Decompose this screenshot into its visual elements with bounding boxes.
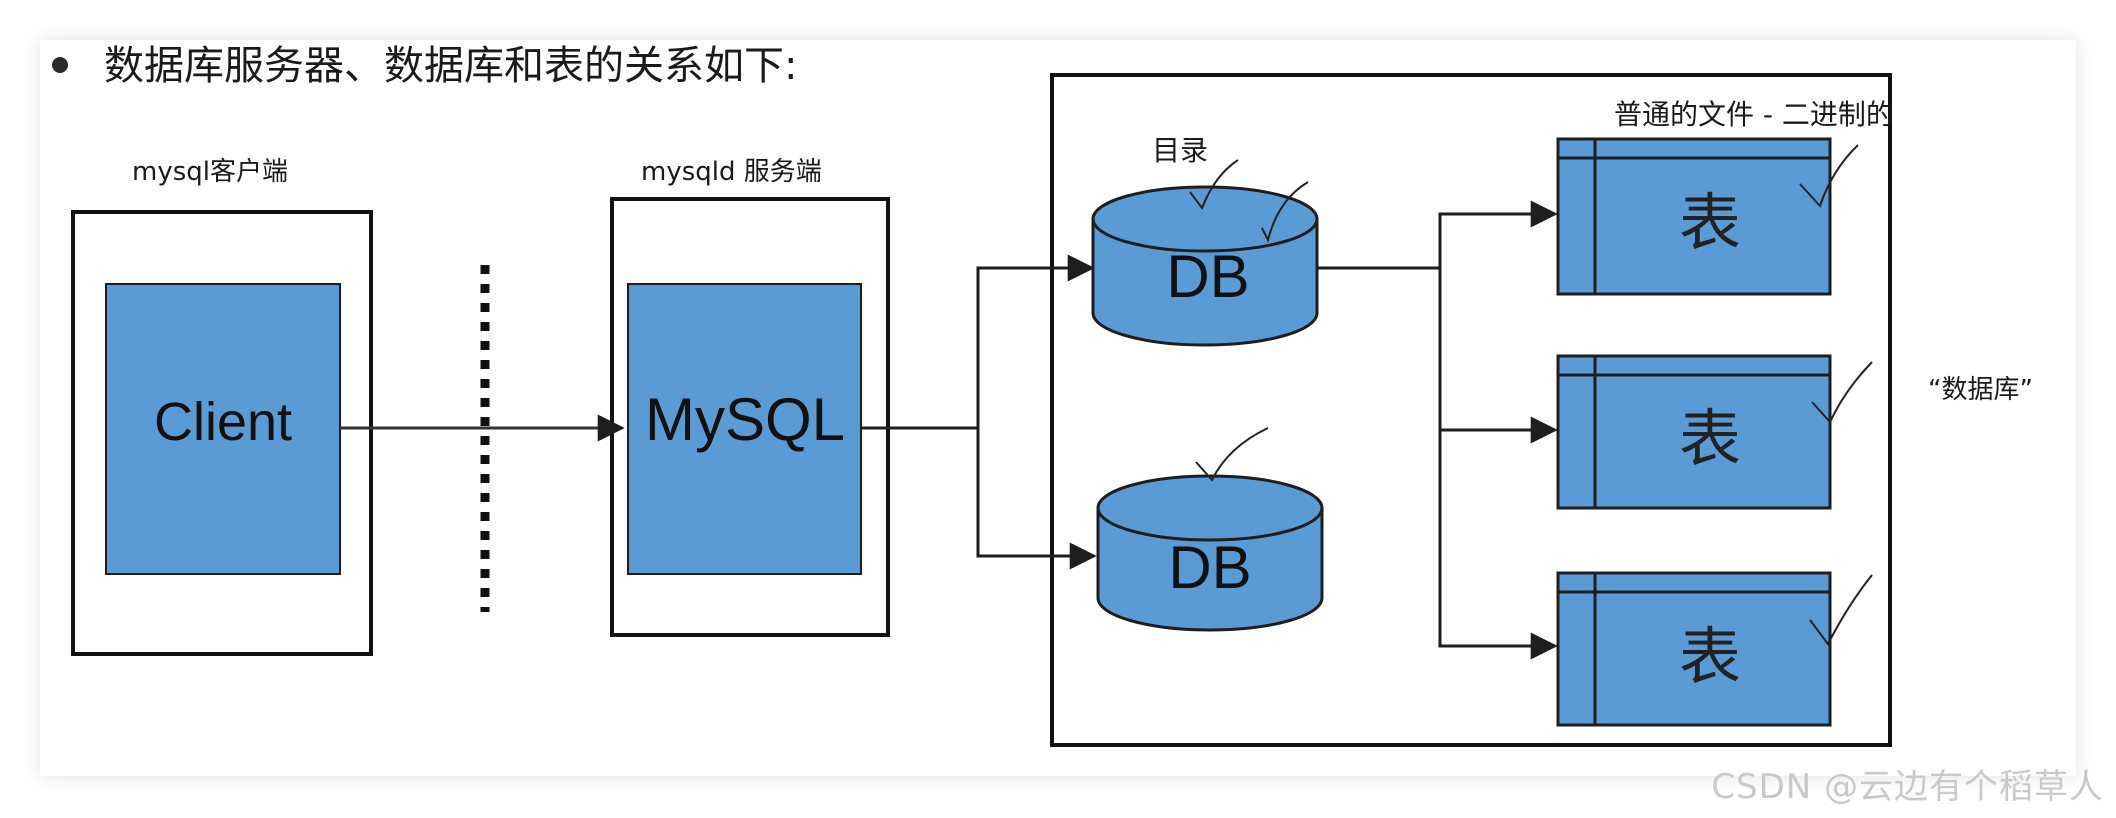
watermark: CSDN @云边有个稻草人 bbox=[1711, 767, 2104, 807]
bullet-icon bbox=[52, 57, 68, 73]
client-caption: mysql客户端 bbox=[132, 157, 288, 187]
server-db-link bbox=[861, 254, 1095, 430]
database-note: “数据库” bbox=[1928, 375, 2033, 405]
check-mark-icon bbox=[1195, 427, 1269, 482]
table-box bbox=[1556, 137, 1832, 296]
table-box bbox=[1556, 354, 1832, 510]
check-mark-icon bbox=[1799, 144, 1859, 208]
file-note: 普通的文件 - 二进制的 bbox=[1614, 98, 1894, 131]
server-label: MySQL bbox=[645, 386, 845, 453]
db-label: DB bbox=[1168, 534, 1251, 601]
server-box bbox=[627, 283, 862, 575]
server-db-link bbox=[976, 428, 1097, 570]
db-cylinder bbox=[1096, 474, 1324, 632]
db-cylinder bbox=[1091, 185, 1319, 347]
table-box bbox=[1556, 571, 1832, 727]
table-label: 表 bbox=[1679, 402, 1741, 475]
check-mark-icon bbox=[1189, 159, 1239, 211]
client-label: Client bbox=[154, 392, 292, 452]
client-box bbox=[105, 283, 341, 575]
db-label: DB bbox=[1166, 243, 1249, 310]
db-table-link bbox=[1438, 268, 1558, 444]
page-heading: 数据库服务器、数据库和表的关系如下: bbox=[104, 43, 797, 89]
database-container bbox=[1050, 73, 1892, 747]
check-mark-icon bbox=[1809, 574, 1873, 646]
check-mark-icon bbox=[1811, 361, 1873, 424]
check-mark-icon bbox=[1261, 181, 1309, 243]
table-label: 表 bbox=[1679, 620, 1741, 693]
db-table-link bbox=[1438, 430, 1558, 660]
directory-note: 目录 bbox=[1152, 134, 1208, 167]
server-caption: mysqld 服务端 bbox=[641, 157, 822, 187]
table-label: 表 bbox=[1679, 186, 1741, 259]
db-table-link bbox=[1317, 200, 1558, 270]
client-frame bbox=[71, 210, 373, 656]
